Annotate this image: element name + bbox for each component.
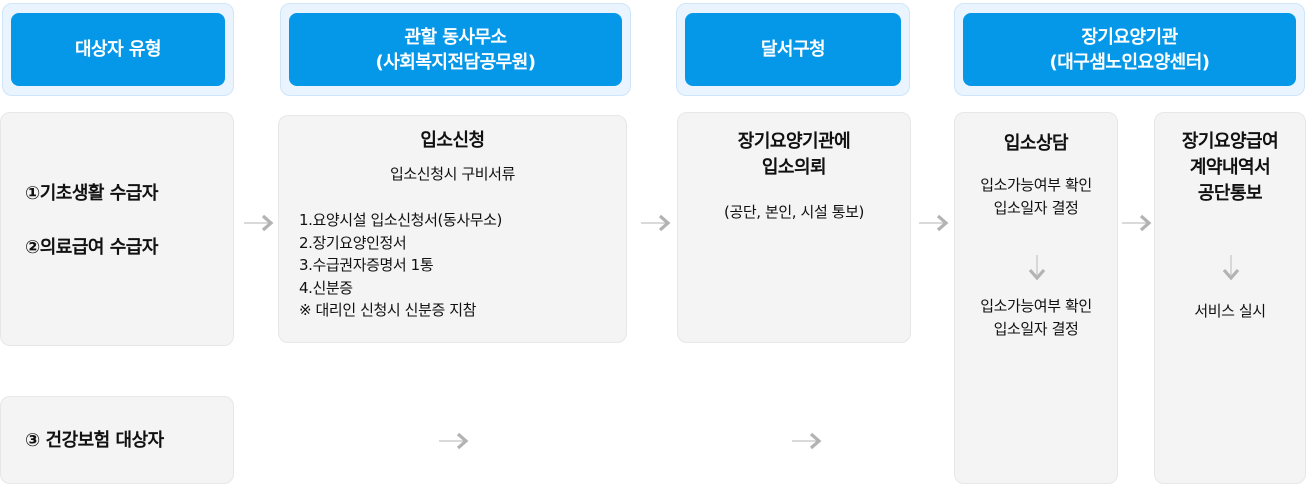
consultation-step1-line: 입소일자 결정 xyxy=(993,199,1079,217)
document-list: 1.요양시설 입소신청서(동사무소) 2.장기요양인정서 3.수급권자증명서 1… xyxy=(299,209,502,322)
application-title: 입소신청 xyxy=(420,130,485,151)
header-district-office: 달서구청 xyxy=(676,3,910,96)
contract-title-line: 공단통보 xyxy=(1197,183,1263,204)
header-text: 대상자 유형 xyxy=(74,39,162,60)
header-text: 관할 동사무소 xyxy=(404,26,507,48)
target-medical-aid: ②의료급여 수급자 xyxy=(25,237,158,258)
header-text: 장기요양기관 xyxy=(1081,26,1178,48)
consultation-card: 입소상담 입소가능여부 확인 입소일자 결정 입소가능여부 확인 입소일자 결정 xyxy=(954,112,1118,484)
document-item: 2.장기요양인정서 xyxy=(299,233,407,252)
consultation-title: 입소상담 xyxy=(1003,133,1069,154)
header-care-facility-label: 장기요양기관 (대구샘노인요양센터) xyxy=(963,13,1296,86)
target-health-insurance: ③ 건강보험 대상자 xyxy=(25,430,164,451)
request-title-line: 장기요양기관에 xyxy=(737,131,851,152)
arrow-right-icon xyxy=(1122,214,1152,232)
target-group-b-card: ③ 건강보험 대상자 xyxy=(0,396,234,484)
document-note: ※ 대리인 신청시 신분증 지참 xyxy=(299,301,477,319)
header-text: (사회복지전담공무원) xyxy=(375,51,537,73)
request-title-line: 입소의뢰 xyxy=(761,157,827,178)
application-card: 입소신청 입소신청시 구비서류 1.요양시설 입소신청서(동사무소) 2.장기요… xyxy=(278,115,627,343)
consultation-step2-line: 입소가능여부 확인 xyxy=(980,297,1092,315)
arrow-down-icon xyxy=(1222,255,1240,281)
header-district-office-label: 달서구청 xyxy=(685,13,901,86)
contract-result: 서비스 실시 xyxy=(1194,302,1266,320)
request-note: (공단, 본인, 시설 통보) xyxy=(724,203,864,221)
target-basic-livelihood: ①기초생활 수급자 xyxy=(25,183,158,204)
header-text: 달서구청 xyxy=(760,39,826,60)
document-item: 3.수급권자증명서 1통 xyxy=(299,256,434,274)
contract-title: 장기요양급여 계약내역서 공단통보 xyxy=(1155,129,1305,207)
arrow-right-icon xyxy=(244,214,274,232)
arrow-right-icon xyxy=(439,432,469,450)
consultation-step2-line: 입소일자 결정 xyxy=(993,320,1079,338)
target-group-a-card: ①기초생활 수급자 ②의료급여 수급자 xyxy=(0,112,234,346)
request-title: 장기요양기관에 입소의뢰 xyxy=(678,129,910,181)
arrow-down-icon xyxy=(1028,255,1046,281)
header-community-center-label: 관할 동사무소 (사회복지전담공무원) xyxy=(289,13,622,86)
arrow-right-icon xyxy=(919,214,949,232)
consultation-step1-line: 입소가능여부 확인 xyxy=(980,176,1092,194)
header-community-center: 관할 동사무소 (사회복지전담공무원) xyxy=(280,3,631,96)
contract-title-line: 장기요양급여 xyxy=(1181,131,1279,152)
arrow-right-icon xyxy=(641,214,671,232)
header-care-facility: 장기요양기관 (대구샘노인요양센터) xyxy=(954,3,1305,96)
header-target-type-label: 대상자 유형 xyxy=(11,13,225,86)
consultation-step1: 입소가능여부 확인 입소일자 결정 xyxy=(955,174,1117,220)
header-target-type: 대상자 유형 xyxy=(2,3,234,96)
arrow-right-icon xyxy=(792,432,822,450)
contract-card: 장기요양급여 계약내역서 공단통보 서비스 실시 xyxy=(1154,112,1306,484)
document-item: 1.요양시설 입소신청서(동사무소) xyxy=(299,211,502,229)
request-card: 장기요양기관에 입소의뢰 (공단, 본인, 시설 통보) xyxy=(677,112,911,343)
consultation-step2: 입소가능여부 확인 입소일자 결정 xyxy=(955,295,1117,341)
application-subtitle: 입소신청시 구비서류 xyxy=(390,165,515,183)
document-item: 4.신분증 xyxy=(299,278,353,297)
contract-title-line: 계약내역서 xyxy=(1189,157,1271,178)
header-text: (대구샘노인요양센터) xyxy=(1049,51,1211,73)
